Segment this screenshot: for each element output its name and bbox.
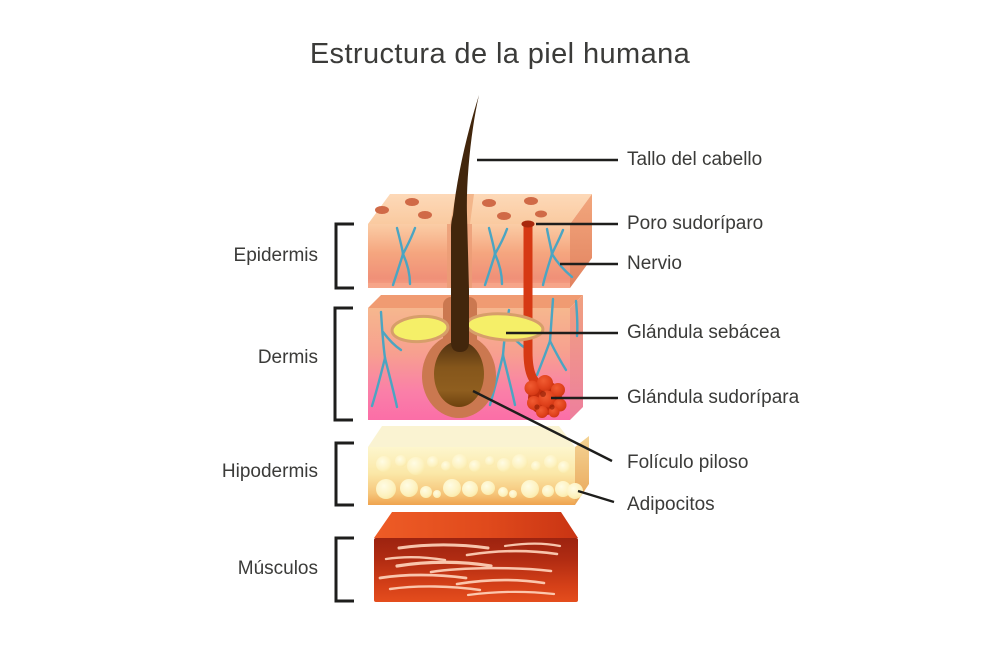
adipocyte-cells <box>376 454 583 499</box>
bracket-epidermis <box>334 222 354 290</box>
bracket-dermis <box>333 306 353 422</box>
leader-foliculo-piloso <box>472 389 613 463</box>
label-foliculo-piloso: Folículo piloso <box>627 452 749 473</box>
musculos-block <box>374 512 578 602</box>
dermis-right-face <box>570 295 583 420</box>
label-epidermis: Epidermis <box>233 245 318 266</box>
label-glandula-sebacea: Glándula sebácea <box>627 322 781 343</box>
label-dermis: Dermis <box>257 347 318 368</box>
label-poro-sudoriparo: Poro sudoríparo <box>627 213 764 234</box>
label-tallo-del-cabello: Tallo del cabello <box>627 149 763 170</box>
label-musculos: Músculos <box>237 558 318 579</box>
bracket-hipodermis <box>334 441 354 507</box>
epidermis-nerves <box>391 226 574 287</box>
bracket-musculos <box>334 536 354 603</box>
sweat-pore <box>521 220 535 228</box>
hair-shaft <box>451 95 479 352</box>
muscle-fibers <box>378 542 562 597</box>
label-nervio: Nervio <box>627 253 682 274</box>
layer-brackets <box>333 222 354 603</box>
label-hipodermis: Hipodermis <box>221 461 318 482</box>
sweat-gland-coil <box>524 375 567 418</box>
leader-lines <box>472 158 618 504</box>
hair-bulb <box>434 341 484 407</box>
epidermis-block <box>368 194 592 288</box>
skin-pores <box>375 197 547 220</box>
hipodermis-top-face <box>368 426 575 447</box>
page-title: Estructura de la piel humana <box>309 38 691 70</box>
label-glandula-sudoripara: Glándula sudorípara <box>627 387 800 408</box>
muscle-top-face <box>374 512 578 538</box>
epidermis-top-face <box>368 194 592 224</box>
hipodermis-block <box>368 426 589 505</box>
label-adipocitos: Adipocitos <box>627 494 715 515</box>
leader-adipocitos <box>577 489 615 504</box>
